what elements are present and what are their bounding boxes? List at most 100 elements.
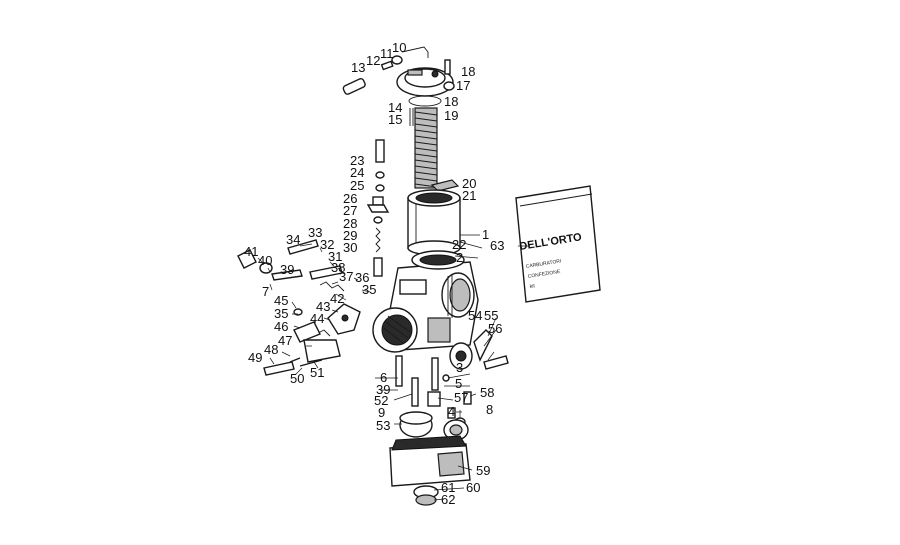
choke-lever — [366, 204, 390, 213]
kit-bag-outline — [515, 185, 601, 303]
screw-39 — [271, 269, 303, 281]
callout-54: 54 — [468, 308, 482, 323]
screw-58 — [463, 391, 472, 405]
callout-34: 34 — [286, 232, 300, 247]
callout-35-right: 35 — [362, 282, 376, 297]
choke-washer — [375, 184, 385, 192]
spring-37 — [319, 281, 345, 292]
choke-plunger-parts — [366, 139, 390, 277]
callout-25: 25 — [350, 178, 364, 193]
callout-23: 23 — [350, 153, 364, 168]
callout-40: 40 — [258, 253, 272, 268]
callout-19: 19 — [444, 108, 458, 123]
callout-42: 42 — [330, 291, 344, 306]
choke-cable-end — [375, 139, 385, 163]
cable-sleeve — [342, 78, 366, 95]
knob-41 — [237, 249, 257, 269]
callout-14: 14 — [388, 100, 402, 115]
choke-nut — [375, 171, 385, 179]
callout-20: 20 — [462, 176, 476, 191]
plate-47 — [303, 339, 341, 363]
retainer-plate — [430, 179, 460, 192]
callout-62: 62 — [441, 492, 455, 507]
callout-15: 15 — [388, 112, 402, 127]
callout-63: 63 — [490, 238, 504, 253]
callout-44: 44 — [310, 311, 324, 326]
callout-61: 61 — [441, 480, 455, 495]
kit-bag-line1: CARBURATORI — [525, 258, 561, 270]
callout-56: 56 — [488, 321, 502, 336]
mesh-lines — [383, 315, 411, 345]
callout-46: 46 — [274, 319, 288, 334]
cover-gasket — [408, 95, 442, 107]
plate-hub — [455, 350, 467, 362]
cable-adjuster-tube — [401, 46, 429, 58]
jet-6 — [395, 355, 403, 387]
callout-27: 27 — [343, 203, 357, 218]
float-bowl — [389, 435, 471, 506]
flange-ribs — [447, 274, 453, 318]
kit-bag-seam — [519, 193, 593, 207]
float-parts — [399, 411, 469, 441]
callout-18-top: 18 — [461, 64, 475, 79]
gasket-kit-bag: DELL'ORTO CARBURATORI CONFEZIONE kit — [515, 185, 601, 303]
cover-screw-side — [443, 81, 455, 91]
slide-opening — [415, 192, 453, 204]
callout-7: 7 — [262, 284, 269, 299]
callout-37: 37 — [339, 269, 353, 284]
callout-11: 11 — [380, 46, 394, 61]
float-top — [399, 411, 433, 425]
callout-41: 41 — [244, 244, 258, 259]
callout-6: 6 — [380, 370, 387, 385]
needle-jet-3 — [431, 357, 439, 391]
drain-plug-62 — [415, 494, 437, 506]
callout-22: 22 — [452, 237, 466, 252]
adjuster-nut — [391, 55, 403, 65]
screw-50 — [289, 357, 323, 367]
callout-32: 32 — [320, 237, 334, 252]
callout-55: 55 — [484, 308, 498, 323]
washer-35 — [293, 308, 303, 316]
choke-housing — [399, 279, 427, 295]
callout-13: 13 — [351, 60, 365, 75]
callout-35-left: 35 — [274, 306, 288, 321]
bowl-gasket — [391, 435, 467, 451]
carburetor-body — [372, 250, 479, 353]
choke-spring — [375, 227, 381, 253]
throttle-valve-spring — [414, 107, 438, 189]
body-web — [427, 317, 451, 343]
callout-48: 48 — [264, 342, 278, 357]
callout-52: 52 — [374, 393, 388, 408]
callout-5: 5 — [455, 376, 462, 391]
callout-51: 51 — [310, 365, 324, 380]
lever-55 — [473, 329, 493, 362]
callout-57: 57 — [454, 390, 468, 405]
choke-plunger — [373, 257, 383, 277]
callout-39-lower: 39 — [376, 382, 390, 397]
callout-38: 38 — [331, 260, 345, 275]
callout-21: 21 — [462, 188, 476, 203]
float-53-hole — [449, 424, 463, 436]
right-side-parts — [449, 329, 509, 370]
callout-12: 12 — [366, 53, 380, 68]
callout-1: 1 — [482, 227, 489, 242]
cover-boss — [431, 70, 439, 78]
callout-18-lower: 18 — [444, 94, 458, 109]
adjuster-screw — [380, 60, 394, 71]
callout-60: 60 — [466, 480, 480, 495]
kit-bag-line3: kit — [529, 283, 535, 290]
bowl-side — [437, 451, 465, 477]
cover-label — [407, 69, 423, 76]
atomizer-52 — [411, 377, 419, 407]
callout-10: 10 — [392, 40, 406, 55]
choke-screw — [372, 196, 384, 206]
leader-lines — [257, 234, 530, 501]
callout-2: 2 — [456, 250, 463, 265]
callout-30: 30 — [343, 240, 357, 255]
rod-38 — [309, 265, 343, 280]
callout-49: 49 — [248, 350, 262, 365]
callout-53: 53 — [376, 418, 390, 433]
jet-holder-57 — [427, 391, 441, 407]
callout-29: 29 — [343, 228, 357, 243]
